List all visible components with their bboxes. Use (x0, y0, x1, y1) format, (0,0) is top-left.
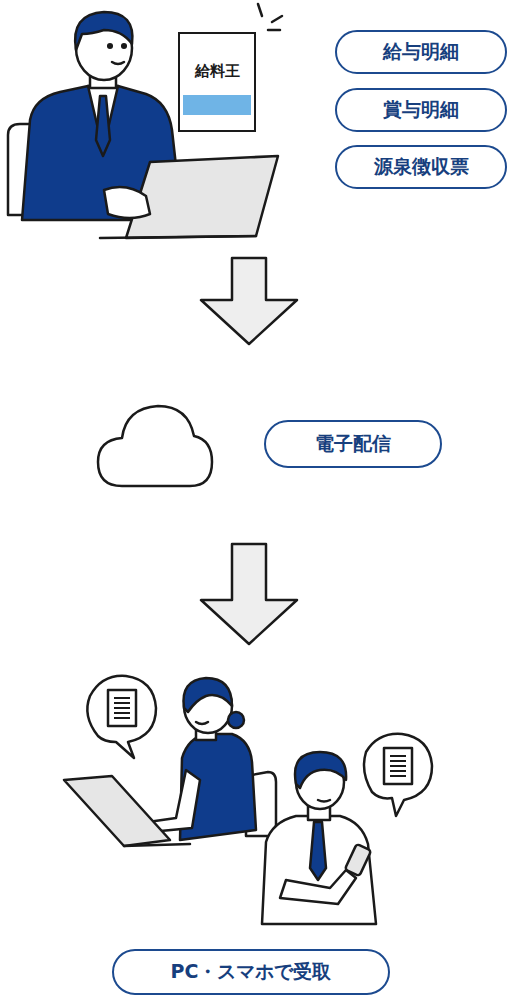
eye (122, 44, 126, 48)
document-box: 給料王 (178, 32, 256, 132)
down-arrow (201, 544, 297, 644)
arm (280, 870, 356, 904)
down-arrow (201, 258, 297, 344)
node-text: 源泉徴収票 (374, 154, 469, 180)
document-line (390, 775, 406, 777)
hair (75, 12, 132, 50)
document-line (114, 697, 130, 699)
mouth (318, 800, 330, 802)
node-text: 給料王 (195, 62, 240, 81)
eye (108, 44, 112, 48)
document-line (114, 712, 130, 714)
label-pill: 源泉徴収票 (335, 145, 507, 189)
hair (183, 678, 232, 712)
mouth (196, 722, 208, 724)
cloud (98, 406, 212, 486)
node-text: 賞与明細 (383, 97, 459, 123)
document-line (390, 765, 406, 767)
label-pill: 電子配信 (264, 420, 442, 468)
tie (96, 96, 110, 156)
node-text: 電子配信 (315, 431, 391, 457)
laptop (126, 156, 278, 238)
label-pill: 賞与明細 (335, 88, 507, 132)
document-line (114, 707, 130, 709)
label-pill: 給与明細 (335, 30, 507, 74)
tie (310, 822, 326, 880)
laptop-base (124, 844, 190, 846)
mouth (112, 62, 124, 64)
smartphone (345, 844, 371, 876)
label-pill: PC・スマホで受取 (112, 949, 390, 995)
hair-bun (228, 712, 244, 728)
hand (104, 187, 150, 218)
document-line (390, 770, 406, 772)
speech-bubble (87, 676, 156, 758)
document-line (390, 755, 406, 757)
head (184, 679, 232, 733)
sparkle (258, 4, 282, 30)
node-text: 給与明細 (383, 39, 459, 65)
shirt (262, 816, 376, 924)
laptop-base (100, 236, 256, 238)
document-lines (114, 698, 406, 776)
document-icon (384, 748, 412, 784)
document-line (114, 702, 130, 704)
speech-bubble (364, 734, 432, 816)
document-line (114, 717, 130, 719)
laptop (64, 776, 170, 846)
color-band (183, 95, 251, 115)
document-line (390, 760, 406, 762)
hair (295, 752, 346, 788)
node-text: PC・スマホで受取 (171, 959, 332, 985)
document-icon (108, 690, 136, 726)
